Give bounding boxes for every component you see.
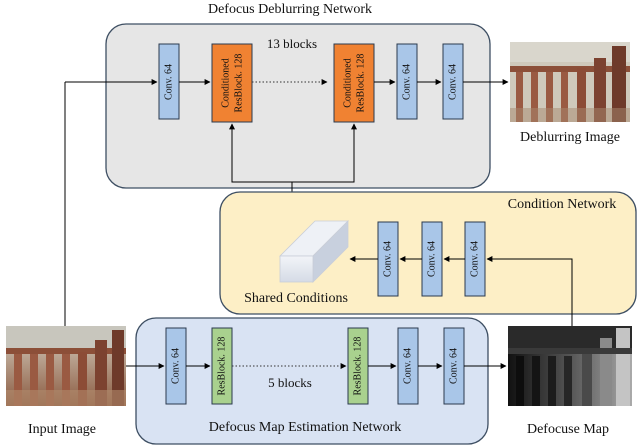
shared-conditions-label: Shared Conditions: [244, 291, 348, 306]
deblurring-output-image: [510, 42, 630, 122]
condition-feed-line-2: [292, 123, 357, 183]
deblur-conv-label-2: Conv. 64: [402, 64, 413, 100]
estimation-conv-label-2: Conv. 64: [403, 348, 414, 384]
estimation-conv-label-1: Conv. 64: [171, 348, 182, 384]
deblur-conv-label-1: Conv. 64: [164, 64, 175, 100]
deblurring-image-label: Deblurring Image: [520, 130, 620, 145]
estimation-resblock-label-2: ResBlock. 128: [353, 337, 364, 396]
estimation-resblock-1: [211, 327, 233, 405]
deblur-cond-resblock-label-2a: Conditioned: [343, 58, 354, 107]
input-image: [6, 326, 126, 406]
deblur-cond-resblock-1: [211, 43, 253, 123]
deblurring-network-box: [105, 23, 491, 189]
deblur-cond-resblock-label-1b: ResBlock. 128: [234, 54, 245, 113]
estimation-conv-label-3: Conv. 64: [449, 348, 460, 384]
deblur-conv-label-3: Conv. 64: [448, 64, 459, 100]
condition-conv-label-2: Conv. 64: [427, 241, 438, 277]
condition-network-title: Condition Network: [508, 197, 617, 212]
condition-conv-label-3: Conv. 64: [470, 241, 481, 277]
defocus-map-label: Defocuse Map: [527, 422, 609, 437]
condition-conv-label-1: Conv. 64: [383, 241, 394, 277]
deblur-cond-resblock-2: [333, 43, 375, 123]
deblur-cond-resblock-label-2b: ResBlock. 128: [356, 54, 367, 113]
deblur-cond-resblock-label-1a: Conditioned: [221, 58, 232, 107]
estimation-network-title: Defocus Map Estimation Network: [209, 420, 401, 435]
estimation-resblock-label-1: ResBlock. 128: [217, 337, 228, 396]
arrow-defocusmap-to-condition: [486, 256, 573, 326]
deblurring-blocks-label: 13 blocks: [267, 36, 317, 51]
estimation-blocks-label: 5 blocks: [268, 375, 312, 390]
deblurring-network-title: Defocus Deblurring Network: [208, 2, 372, 17]
shared-conditions-cube: [279, 220, 349, 283]
input-image-label: Input Image: [28, 422, 96, 437]
defocus-map-image: [508, 326, 632, 406]
